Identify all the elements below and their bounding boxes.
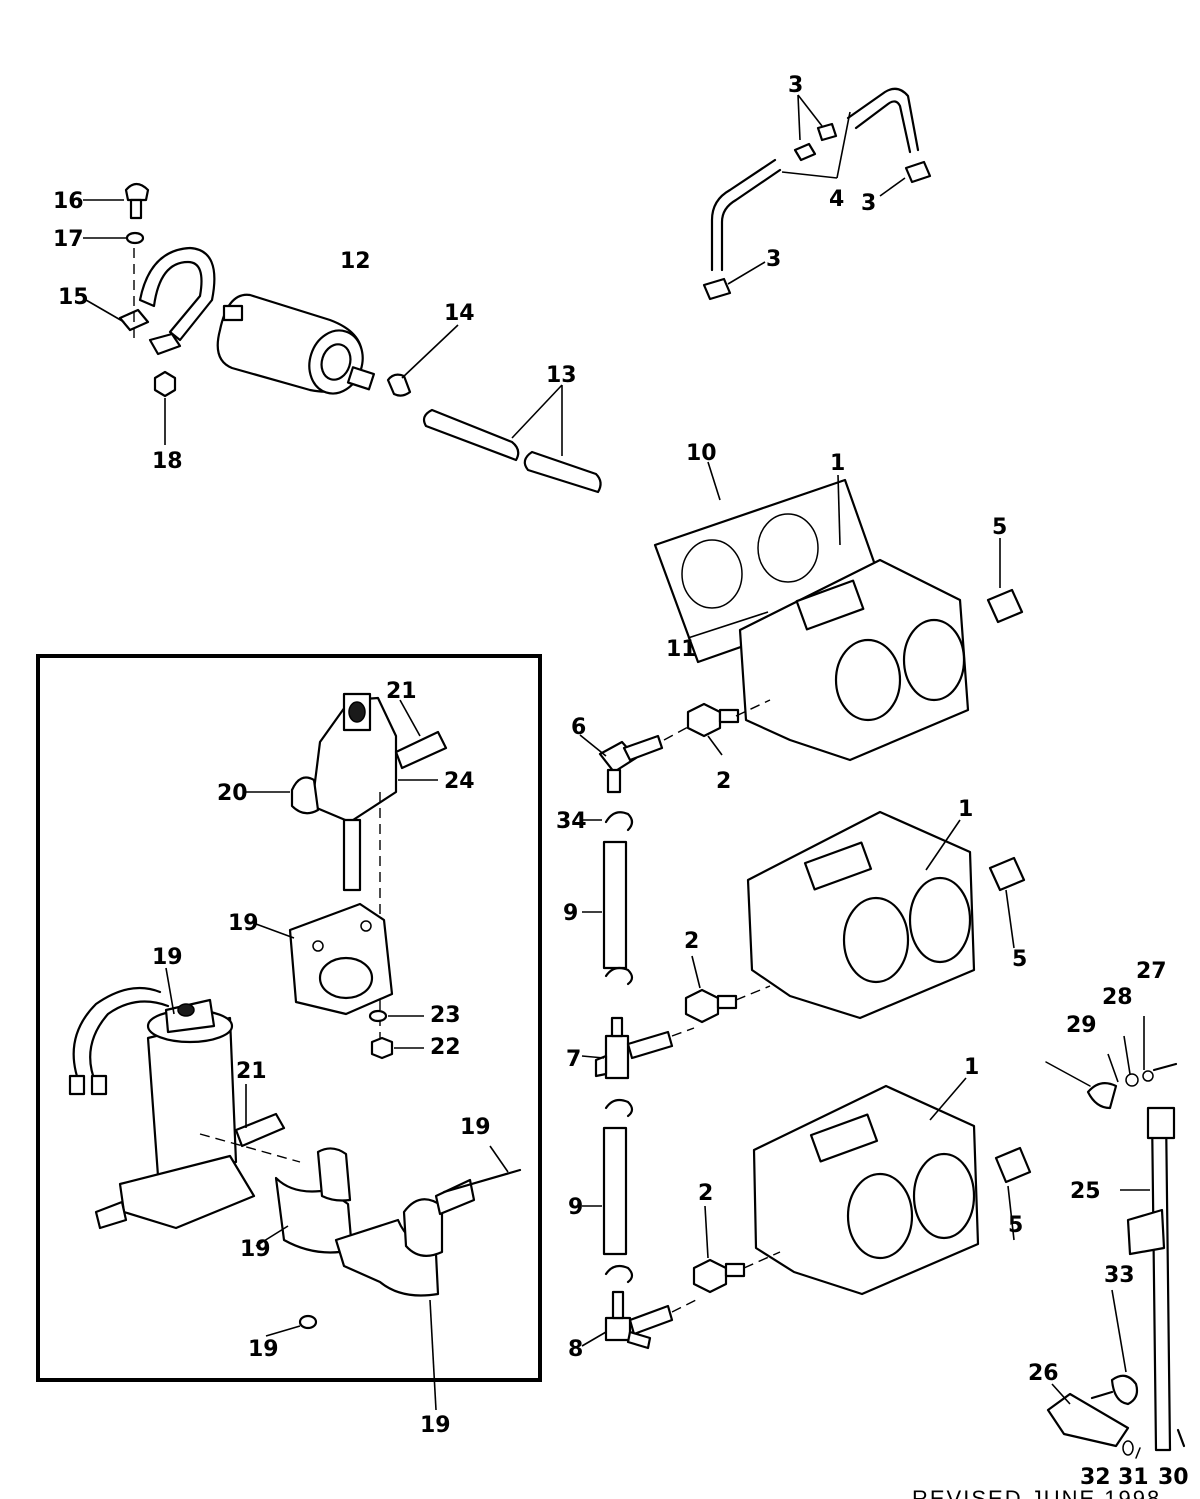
label-3-right: 3 (861, 191, 876, 216)
fuel-hoses-13 (386, 324, 602, 494)
label-21-top: 21 (386, 679, 417, 704)
label-10: 10 (686, 441, 717, 466)
callout-labels: 3 4 3 3 16 17 12 15 14 13 18 10 1 5 11 2… (53, 73, 1189, 1490)
label-8: 8 (568, 1337, 583, 1362)
label-31: 31 (1118, 1465, 1149, 1490)
label-5-middle: 5 (1012, 947, 1027, 972)
tee-fittings (581, 1016, 701, 1350)
label-21-pump: 21 (236, 1059, 267, 1084)
label-30: 30 (1158, 1465, 1189, 1490)
label-13: 13 (546, 363, 577, 388)
label-34: 34 (556, 809, 587, 834)
label-2-top: 2 (716, 769, 731, 794)
label-33: 33 (1104, 1263, 1135, 1288)
tube-assembly (580, 811, 634, 1284)
label-17: 17 (53, 227, 84, 252)
label-2-bottom: 2 (698, 1181, 713, 1206)
label-1-top: 1 (830, 451, 845, 476)
fuel-line-assembly (702, 87, 932, 301)
pressure-regulator (244, 692, 448, 1040)
label-3-top: 3 (788, 73, 803, 98)
pump-clamps (255, 1145, 522, 1411)
fuel-pump-inset-frame (36, 654, 542, 1382)
label-9-bottom: 9 (568, 1195, 583, 1220)
label-19-clamp-bottom: 19 (420, 1413, 451, 1438)
label-6: 6 (571, 715, 586, 740)
carburetor-bottom (692, 1077, 1015, 1296)
label-18: 18 (152, 449, 183, 474)
throttle-linkage (1045, 1016, 1186, 1459)
label-25: 25 (1070, 1179, 1101, 1204)
label-5-top: 5 (992, 515, 1007, 540)
carburetor-middle (684, 810, 1015, 1024)
label-20: 20 (217, 781, 248, 806)
label-23: 23 (430, 1003, 461, 1028)
label-26: 26 (1028, 1361, 1059, 1386)
fittings-upper (579, 699, 771, 794)
label-22: 22 (430, 1035, 461, 1060)
label-19-pump: 19 (152, 945, 183, 970)
label-27: 27 (1136, 959, 1167, 984)
label-19-bracket: 19 (228, 911, 259, 936)
label-32: 32 (1080, 1465, 1111, 1490)
label-19-bolt: 19 (460, 1115, 491, 1140)
label-4: 4 (829, 187, 844, 212)
label-15: 15 (58, 285, 89, 310)
label-19-washer: 19 (248, 1337, 279, 1362)
label-2-middle: 2 (684, 929, 699, 954)
label-9-top: 9 (563, 901, 578, 926)
label-19-clamp: 19 (240, 1237, 271, 1262)
label-5-bottom: 5 (1008, 1213, 1023, 1238)
label-3-bottom: 3 (766, 247, 781, 272)
label-12: 12 (340, 249, 371, 274)
label-1-middle: 1 (958, 797, 973, 822)
electric-fuel-pump (68, 967, 301, 1230)
label-28: 28 (1102, 985, 1133, 1010)
label-11: 11 (666, 637, 697, 662)
label-7: 7 (566, 1047, 581, 1072)
label-14: 14 (444, 301, 475, 326)
label-24: 24 (444, 769, 475, 794)
label-29: 29 (1066, 1013, 1097, 1038)
fuel-filter-12 (216, 293, 375, 395)
label-1-bottom: 1 (964, 1055, 979, 1080)
fittings-5 (986, 538, 1032, 1184)
label-16: 16 (53, 189, 84, 214)
clamp-hardware (83, 182, 216, 445)
carburetor-top (653, 461, 970, 762)
revision-note: REVISED JUNE 1998 (912, 1486, 1161, 1499)
regulator-bracket (255, 902, 424, 1060)
